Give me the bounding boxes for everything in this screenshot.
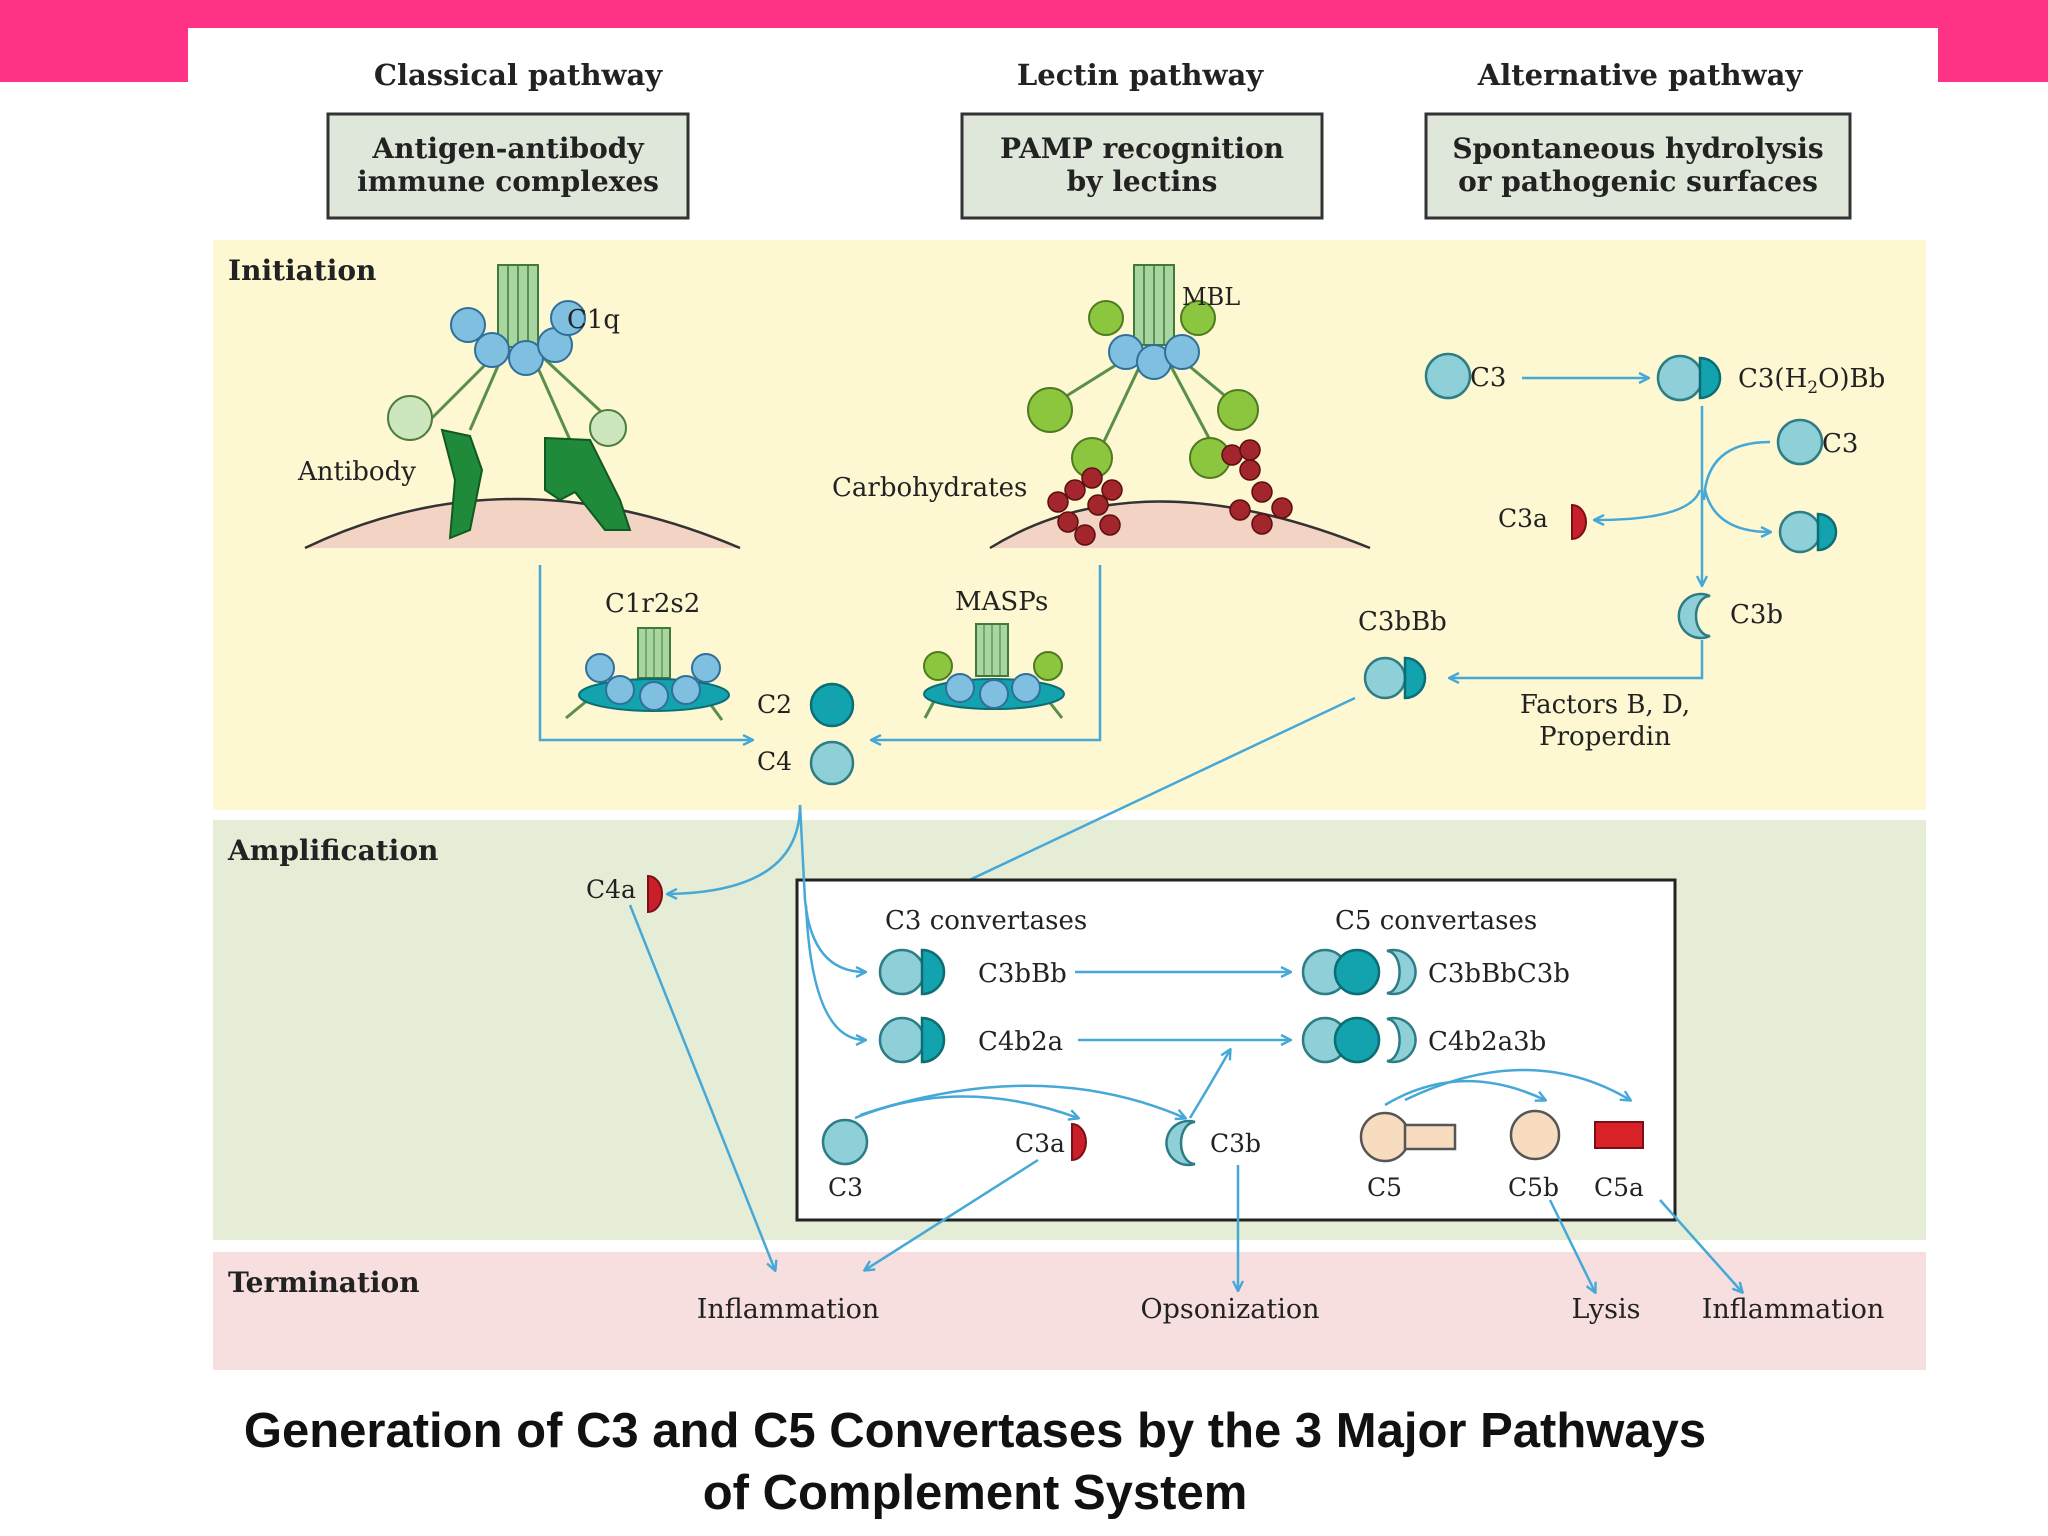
c3bbbc3b-label: C3bBbC3b: [1428, 959, 1570, 989]
factors-line1: Factors B, D,: [1520, 690, 1690, 720]
figure-caption: Generation of C3 and C5 Convertases by t…: [150, 1400, 1800, 1524]
alt-c3a-fragment: [1571, 503, 1587, 541]
caption-line1: Generation of C3 and C5 Convertases by t…: [243, 1404, 1707, 1458]
c3-join-curve: [1702, 440, 1771, 501]
box-c5-molecule: [1359, 1111, 1457, 1163]
classical-trigger-line2: immune complexes: [357, 165, 659, 198]
c4b2a3b-label: C4b2a3b: [1428, 1027, 1546, 1057]
lectin-trigger-line2: by lectins: [1067, 165, 1218, 198]
box-c3-molecule: [821, 1118, 869, 1166]
stage-termination: Termination: [228, 1266, 420, 1299]
box-c3-label: C3: [828, 1173, 863, 1202]
masps-label: MASPs: [955, 587, 1048, 617]
c5-convertases-title: C5 convertases: [1335, 906, 1537, 936]
c3bbb-label: C3bBb: [978, 959, 1067, 989]
alternative-trigger-line1: Spontaneous hydrolysis: [1452, 132, 1823, 165]
convertase-box: [795, 878, 1677, 1222]
box-c3b-molecule: [1165, 1119, 1196, 1167]
c4b2a-convertase-molecule: [878, 1016, 946, 1064]
c3bbbc3b-molecule: [1301, 948, 1417, 996]
c1r2s2-label: C1r2s2: [605, 589, 700, 619]
c3b-to-c3bbb-arrow: [1450, 640, 1704, 678]
alternative-trigger-line2: or pathogenic surfaces: [1458, 165, 1818, 198]
c3-to-c3b-arrow: [859, 1084, 1185, 1118]
stage-amplification: Amplification: [227, 834, 438, 867]
c4a-fragment: [647, 874, 663, 914]
c5b-to-lysis-arrow: [1548, 1199, 1595, 1292]
top-banner: [0, 0, 2048, 28]
carbohydrates-label: Carbohydrates: [832, 473, 1027, 503]
c4-to-c4a-arrow: [668, 804, 802, 894]
c1q-antibody-complex-illustration: [304, 264, 741, 550]
c4b2a3b-molecule: [1301, 1016, 1417, 1064]
c3bbb-top-label: C3bBb: [1358, 607, 1447, 637]
c3-convertases-title: C3 convertases: [885, 906, 1087, 936]
box-c3a-label: C3a: [1015, 1129, 1065, 1158]
c4-molecule: [809, 740, 855, 786]
c4-to-c4b2a-arrow: [804, 904, 865, 1040]
box-c5a-label: C5a: [1594, 1173, 1644, 1202]
lectin-trigger-box: [960, 112, 1324, 220]
c1r2s2-illustration: [565, 627, 730, 721]
c4b2a-label: C4b2a: [978, 1027, 1063, 1057]
factors-line2: Properdin: [1539, 722, 1671, 752]
alt-c3-second-molecule: [1776, 418, 1824, 466]
inflammation-left-label: Inflammation: [697, 1294, 880, 1325]
c1q-label: C1q: [567, 305, 620, 335]
alt-c3-dimer-molecule: [1778, 510, 1838, 554]
c3b-to-convertase-arrow: [1188, 1050, 1230, 1119]
c2-molecule: [809, 682, 855, 728]
caption-line2: of Complement System: [702, 1466, 1248, 1520]
opsonization-label: Opsonization: [1140, 1294, 1319, 1325]
box-c3b-label: C3b: [1210, 1129, 1261, 1158]
box-c3a-fragment: [1071, 1122, 1087, 1162]
c5-to-c5b-arrow: [1384, 1080, 1545, 1107]
box-c5b-molecule: [1509, 1109, 1561, 1161]
c3a-to-inflammation-arrow: [865, 1158, 1039, 1270]
c4a-label: C4a: [586, 875, 636, 904]
termination-region: [213, 1252, 1926, 1370]
antibody-label: Antibody: [297, 457, 416, 487]
top-banner-right: [1938, 0, 2048, 82]
alt-c3b-molecule: [1677, 592, 1711, 640]
lectin-pathway-title: Lectin pathway: [1017, 58, 1264, 92]
classical-pathway-title: Classical pathway: [374, 58, 663, 92]
masps-illustration: [923, 623, 1065, 719]
classical-trigger-line1: Antigen-antibody: [371, 132, 644, 165]
c4-label: C4: [757, 747, 792, 776]
lysis-label: Lysis: [1571, 1294, 1640, 1325]
c5a-to-inflammation-arrow: [1659, 1199, 1742, 1292]
c3bbb-top-molecule: [1363, 656, 1427, 700]
c3h2obb-molecule: [1656, 354, 1722, 402]
c2-label: C2: [757, 690, 792, 719]
alt-c3-molecule: [1424, 352, 1472, 400]
stage-initiation: Initiation: [228, 254, 376, 287]
alt-dimer-arrow: [1703, 489, 1770, 532]
box-c5a-fragment: [1594, 1121, 1644, 1149]
c4-to-convertases-arrow: [798, 804, 865, 972]
lectin-to-c4-arrow: [872, 565, 1102, 740]
alternative-pathway-title: Alternative pathway: [1477, 58, 1804, 92]
mbl-label: MBL: [1182, 283, 1240, 311]
alt-c3a-label: C3a: [1498, 504, 1548, 533]
inflammation-right-label: Inflammation: [1702, 1294, 1885, 1325]
alt-c3b-label: C3b: [1730, 600, 1783, 630]
alt-c3a-arrow: [1595, 489, 1702, 520]
box-c5-label: C5: [1367, 1173, 1402, 1202]
mbl-carbohydrate-illustration: [989, 264, 1371, 550]
box-c5b-label: C5b: [1508, 1173, 1559, 1202]
classical-trigger-box: [326, 112, 690, 220]
c5-to-c5a-arrow: [1404, 1068, 1630, 1100]
c4a-to-inflammation-arrow: [628, 904, 775, 1270]
classical-to-c4-arrow: [538, 565, 752, 740]
lectin-trigger-line1: PAMP recognition: [1000, 132, 1284, 165]
alternative-trigger-box: [1424, 112, 1852, 220]
top-banner-left: [0, 0, 188, 82]
c3bbb-convertase-molecule: [878, 948, 946, 996]
c3h2obb-label: C3(H2O)Bb: [1738, 364, 1885, 398]
alt-c3-second-label: C3: [1822, 429, 1858, 459]
alt-c3-label: C3: [1470, 363, 1506, 393]
